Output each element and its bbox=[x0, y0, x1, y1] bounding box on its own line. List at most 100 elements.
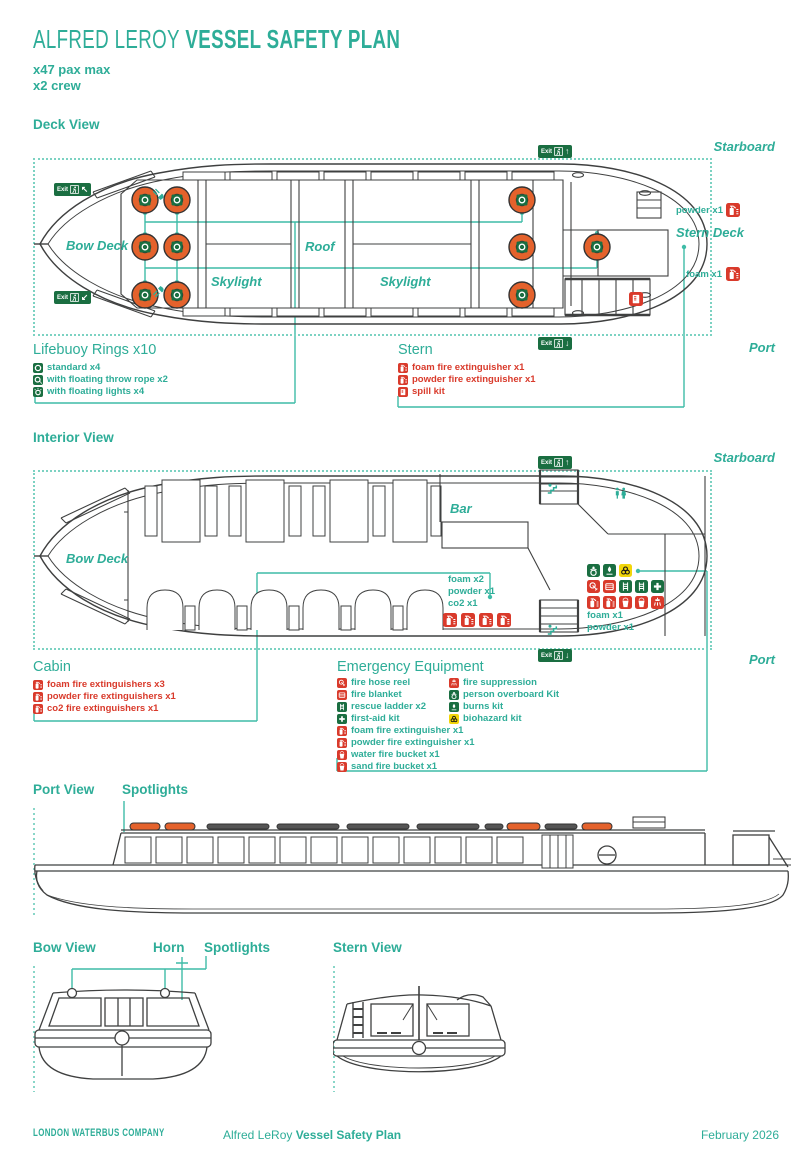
footer-company-text: LONDON WATERBUS COMPANY bbox=[33, 1127, 165, 1139]
legend-item-label: fire hose reel bbox=[351, 677, 411, 688]
fire-suppression-icon bbox=[651, 596, 664, 609]
powder-extinguisher-icon bbox=[398, 374, 408, 385]
running-man-icon bbox=[554, 458, 563, 467]
exit-word: Exit bbox=[541, 652, 553, 659]
legend-item-label: rescue ladder x2 bbox=[351, 701, 426, 712]
legend-item-firstaid: first-aid kit bbox=[337, 713, 400, 724]
legend-item-label: person overboard Kit bbox=[463, 689, 560, 700]
legend-item-label: powder fire extinguisher x1 bbox=[412, 374, 536, 385]
fire-hose-icon bbox=[587, 580, 600, 593]
running-man-icon bbox=[554, 147, 563, 156]
legend-item-label: water fire bucket x1 bbox=[351, 749, 440, 760]
foam-extinguisher-icon bbox=[398, 362, 408, 373]
capacity-pax: x47 pax max bbox=[33, 62, 111, 77]
legend-item-cabin-foam: foam fire extinguishers x3 bbox=[33, 679, 165, 690]
legend-item-cabin-powder: powder fire extinguishers x1 bbox=[33, 691, 176, 702]
legend-item-label: sand fire bucket x1 bbox=[351, 761, 438, 772]
port-elevation-drawing bbox=[34, 816, 791, 914]
legend-item-label: powder fire extinguishers x1 bbox=[47, 691, 176, 702]
bow-view-label: Bow View bbox=[33, 940, 96, 955]
exit-word: Exit bbox=[541, 459, 553, 466]
deck-skylight-label: Skylight bbox=[380, 274, 431, 289]
bow-spotlights-label: Spotlights bbox=[204, 940, 270, 955]
exit-arrow: ↖ bbox=[81, 184, 89, 195]
interior-boundary-box bbox=[33, 470, 712, 650]
legend-item-biohazard: biohazard kit bbox=[449, 713, 522, 724]
exit-arrow: ↙ bbox=[81, 292, 89, 303]
water-bucket-icon bbox=[619, 596, 632, 609]
legend-item-label: spill kit bbox=[412, 386, 445, 397]
running-man-icon bbox=[70, 185, 79, 194]
interior-plan-drawing bbox=[34, 469, 708, 637]
deck-port-label: Port bbox=[749, 340, 775, 355]
cabin-legend-title: Cabin bbox=[33, 659, 71, 675]
deck-view-label: Deck View bbox=[33, 117, 100, 132]
legend-item-label: powder fire extinguisher x1 bbox=[351, 737, 475, 748]
legend-item-label: standard x4 bbox=[47, 362, 101, 373]
powder-extinguisher-icon bbox=[726, 203, 740, 217]
powder-extinguisher-icon bbox=[603, 596, 616, 609]
legend-item-stern-foam: foam fire extinguisher x1 bbox=[398, 362, 524, 373]
lifebuoy-standard-icon bbox=[33, 362, 43, 373]
exit-sign-interior-port: Exit ↓ bbox=[538, 649, 573, 662]
bow-elevation-drawing bbox=[34, 987, 212, 1080]
legend-item-label: fire blanket bbox=[351, 689, 402, 700]
deck-skylight-label: Skylight bbox=[211, 274, 262, 289]
legend-item-water-bucket: water fire bucket x1 bbox=[337, 749, 440, 760]
rescue-ladder-icon bbox=[337, 701, 347, 712]
exit-sign-stern-port: Exit ↓ bbox=[538, 337, 573, 350]
cabin-powder-label: powder x1 bbox=[448, 586, 495, 597]
exit-arrow: ↑ bbox=[565, 457, 570, 468]
legend-item-lifebuoy-rope: with floating throw rope x2 bbox=[33, 374, 168, 385]
deck-roof-label: Roof bbox=[305, 239, 335, 254]
fire-hose-icon bbox=[337, 677, 347, 688]
footer-company: LONDON WATERBUS COMPANY bbox=[33, 1127, 216, 1139]
water-bucket-icon bbox=[337, 749, 347, 760]
exit-arrow: ↓ bbox=[565, 650, 570, 661]
foam-extinguisher-icon bbox=[587, 596, 600, 609]
port-view-label: Port View bbox=[33, 782, 95, 797]
legend-item-ladder: rescue ladder x2 bbox=[337, 701, 426, 712]
footer-date: February 2026 bbox=[700, 1128, 779, 1142]
emergency-legend-title: Emergency Equipment bbox=[337, 659, 484, 675]
spill-kit-icon bbox=[398, 386, 408, 397]
stern-powder-label: powder x1 bbox=[587, 622, 634, 633]
deck-starboard-label: Starboard bbox=[713, 139, 775, 154]
port-spotlights-label: Spotlights bbox=[122, 782, 188, 797]
bar-label: Bar bbox=[450, 501, 472, 516]
exit-sign-stern-starboard: Exit ↑ bbox=[538, 145, 573, 158]
page-title: ALFRED LEROY VESSEL SAFETY PLAN bbox=[33, 24, 543, 55]
legend-item-foam-ext: foam fire extinguisher x1 bbox=[337, 725, 463, 736]
spotlight-icon bbox=[152, 188, 166, 202]
legend-item-label: with floating lights x4 bbox=[47, 386, 145, 397]
deck-bow-deck-label: Bow Deck bbox=[66, 238, 129, 253]
exit-sign-bow-port: Exit ↙ bbox=[54, 291, 92, 304]
powder-extinguisher-icon bbox=[337, 737, 347, 748]
extinguisher-icon bbox=[443, 613, 457, 627]
fire-suppression-icon bbox=[449, 677, 459, 688]
co2-extinguisher-icon bbox=[33, 703, 43, 714]
footer-doc-plan: Vessel Safety Plan bbox=[295, 1128, 402, 1142]
burns-kit-icon bbox=[603, 564, 616, 577]
interior-port-label: Port bbox=[749, 652, 775, 667]
legend-item-cabin-co2: co2 fire extinguishers x1 bbox=[33, 703, 158, 714]
legend-item-suppression: fire suppression bbox=[449, 677, 537, 688]
legend-item-stern-powder: powder fire extinguisher x1 bbox=[398, 374, 536, 385]
sand-bucket-icon bbox=[635, 596, 648, 609]
legend-item-label: burns kit bbox=[463, 701, 504, 712]
legend-item-label: foam fire extinguisher x1 bbox=[351, 725, 464, 736]
running-man-icon bbox=[554, 651, 563, 660]
interior-view-label: Interior View bbox=[33, 430, 114, 445]
stern-elevation-drawing bbox=[333, 986, 506, 1073]
interior-starboard-label: Starboard bbox=[713, 450, 775, 465]
stern-foam-label: foam x1 bbox=[587, 610, 623, 621]
legend-item-blanket: fire blanket bbox=[337, 689, 402, 700]
legend-item-label: fire suppression bbox=[463, 677, 537, 688]
capacity-crew: x2 crew bbox=[33, 78, 81, 93]
lifebuoy-legend-title: Lifebuoy Rings x10 bbox=[33, 342, 157, 358]
rescue-ladder-icon bbox=[635, 580, 648, 593]
legend-item-label: co2 fire extinguishers x1 bbox=[47, 703, 159, 714]
exit-arrow: ↓ bbox=[565, 338, 570, 349]
